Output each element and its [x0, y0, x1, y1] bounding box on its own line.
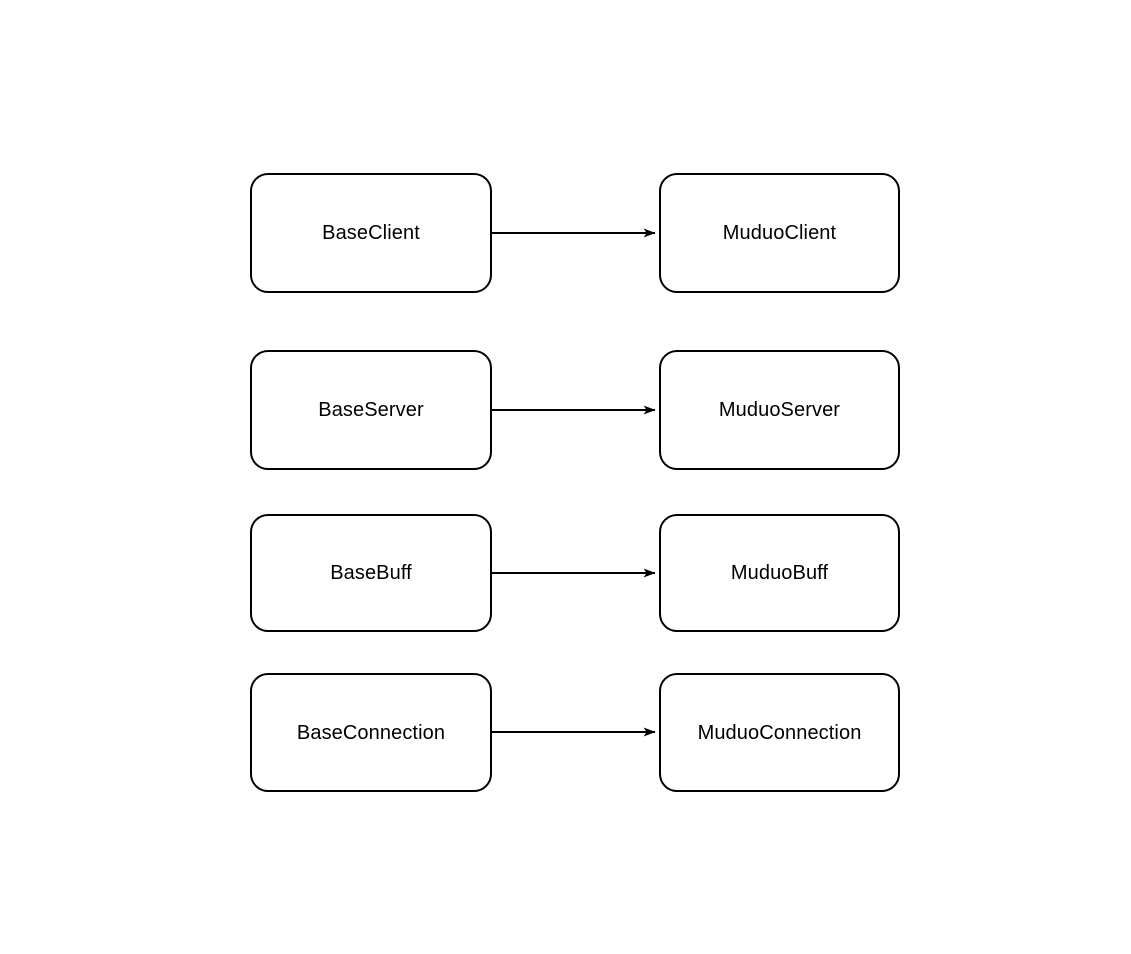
node-label-muduo-buff: MuduoBuff: [730, 562, 829, 584]
node-muduo-client[interactable]: MuduoClient: [659, 173, 900, 293]
node-muduo-server[interactable]: MuduoServer: [659, 350, 900, 470]
node-base-server[interactable]: BaseServer: [250, 350, 492, 470]
node-base-client[interactable]: BaseClient: [250, 173, 492, 293]
node-base-buff[interactable]: BaseBuff: [250, 514, 492, 632]
node-label-base-client: BaseClient: [322, 222, 420, 244]
node-muduo-connection[interactable]: MuduoConnection: [659, 673, 900, 792]
node-label-muduo-server: MuduoServer: [718, 399, 841, 421]
node-label-base-server: BaseServer: [318, 399, 424, 421]
node-base-connection[interactable]: BaseConnection: [250, 673, 492, 792]
node-muduo-buff[interactable]: MuduoBuff: [659, 514, 900, 632]
node-label-base-connection: BaseConnection: [296, 721, 446, 744]
node-label-muduo-client: MuduoClient: [722, 222, 837, 244]
node-label-base-buff: BaseBuff: [330, 562, 412, 584]
node-label-muduo-connection: MuduoConnection: [697, 721, 862, 744]
